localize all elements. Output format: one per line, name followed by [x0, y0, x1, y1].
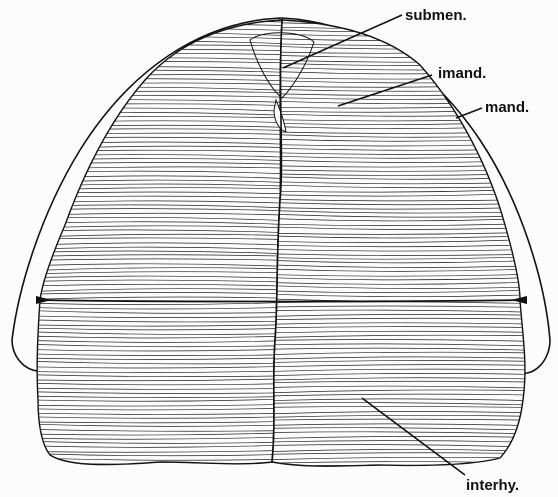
label-interhy: interhy. [466, 477, 519, 494]
label-submen: submen. [405, 7, 467, 24]
label-imand: imand. [438, 65, 486, 82]
label-mand: mand. [485, 99, 529, 116]
hatch-line [30, 467, 285, 469]
